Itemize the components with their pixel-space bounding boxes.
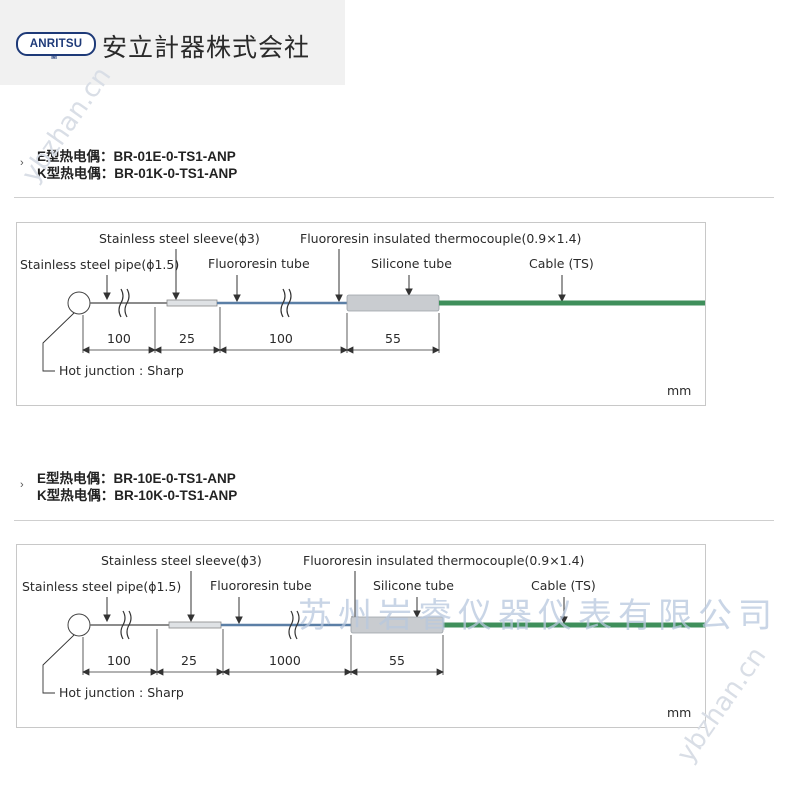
dim-pipe: 100: [107, 653, 131, 668]
diagram-panel-2: Stainless steel sleeve(ϕ3) Fluororesin i…: [16, 544, 706, 728]
label-thermocouple: Fluororesin insulated thermocouple(0.9×1…: [303, 553, 584, 568]
leader-arrows: [103, 249, 566, 303]
section-1-title-e: E型热电偶：BR-01E-0-TS1-ANP: [37, 149, 236, 164]
label-hot-junction: Hot junction : Sharp: [59, 363, 184, 378]
label-cable: Cable (TS): [529, 256, 594, 271]
label-thermocouple: Fluororesin insulated thermocouple(0.9×1…: [300, 231, 581, 246]
section-2-title: › E型热电偶：BR-10E-0-TS1-ANP K型热电偶：BR-10K-0-…: [20, 470, 237, 504]
label-sleeve: Stainless steel sleeve(ϕ3): [99, 231, 260, 246]
label-fluoro-tube: Fluororesin tube: [210, 578, 312, 593]
logo-sub-mark: M: [51, 54, 57, 61]
silicone-tube: [346, 294, 440, 312]
dim-sleeve: 25: [179, 331, 195, 346]
section-2-title-e: E型热电偶：BR-10E-0-TS1-ANP: [37, 471, 236, 486]
header: ANRITSU M 安立計器株式会社: [0, 0, 345, 85]
company-name: 安立計器株式会社: [102, 33, 311, 62]
dim-silicone: 55: [389, 653, 405, 668]
steel-sleeve: [168, 621, 222, 629]
divider: [14, 197, 774, 198]
thermocouple-diagram-2: Stainless steel sleeve(ϕ3) Fluororesin i…: [22, 553, 705, 720]
label-pipe: Stainless steel pipe(ϕ1.5): [20, 257, 179, 272]
dim-pipe: 100: [107, 331, 131, 346]
hot-junction-circle: [67, 613, 91, 637]
dimension-lines: [82, 629, 444, 676]
diagram-panel-1: Stainless steel sleeve(ϕ3) Fluororesin i…: [16, 222, 706, 406]
section-2-title-k: K型热电偶：BR-10K-0-TS1-ANP: [37, 488, 238, 503]
dimension-lines: [82, 307, 440, 354]
hot-junction-circle: [67, 291, 91, 315]
dim-sleeve: 25: [181, 653, 197, 668]
label-cable: Cable (TS): [531, 578, 596, 593]
hot-junction-leader: [42, 312, 75, 372]
divider: [14, 520, 774, 521]
section-1-title-k: K型热电偶：BR-01K-0-TS1-ANP: [37, 166, 238, 181]
label-unit: mm: [667, 383, 691, 398]
silicone-tube: [350, 616, 444, 634]
dim-silicone: 55: [385, 331, 401, 346]
label-silicone: Silicone tube: [373, 578, 454, 593]
hot-junction-leader: [42, 634, 75, 694]
break-marks: [118, 288, 292, 318]
leader-arrows: [103, 571, 568, 625]
label-pipe: Stainless steel pipe(ϕ1.5): [22, 579, 181, 594]
label-fluoro-tube: Fluororesin tube: [208, 256, 310, 271]
label-sleeve: Stainless steel sleeve(ϕ3): [101, 553, 262, 568]
label-silicone: Silicone tube: [371, 256, 452, 271]
break-marks: [120, 610, 300, 640]
anritsu-logo: ANRITSU: [16, 32, 96, 56]
dim-fluoro: 100: [269, 331, 293, 346]
steel-sleeve: [166, 299, 218, 307]
chevron-right-icon: ›: [20, 479, 24, 491]
chevron-right-icon: ›: [20, 157, 24, 169]
thermocouple-diagram-1: Stainless steel sleeve(ϕ3) Fluororesin i…: [20, 231, 705, 398]
label-hot-junction: Hot junction : Sharp: [59, 685, 184, 700]
section-1-title: › E型热电偶：BR-01E-0-TS1-ANP K型热电偶：BR-01K-0-…: [20, 148, 237, 182]
dim-fluoro: 1000: [269, 653, 301, 668]
label-unit: mm: [667, 705, 691, 720]
